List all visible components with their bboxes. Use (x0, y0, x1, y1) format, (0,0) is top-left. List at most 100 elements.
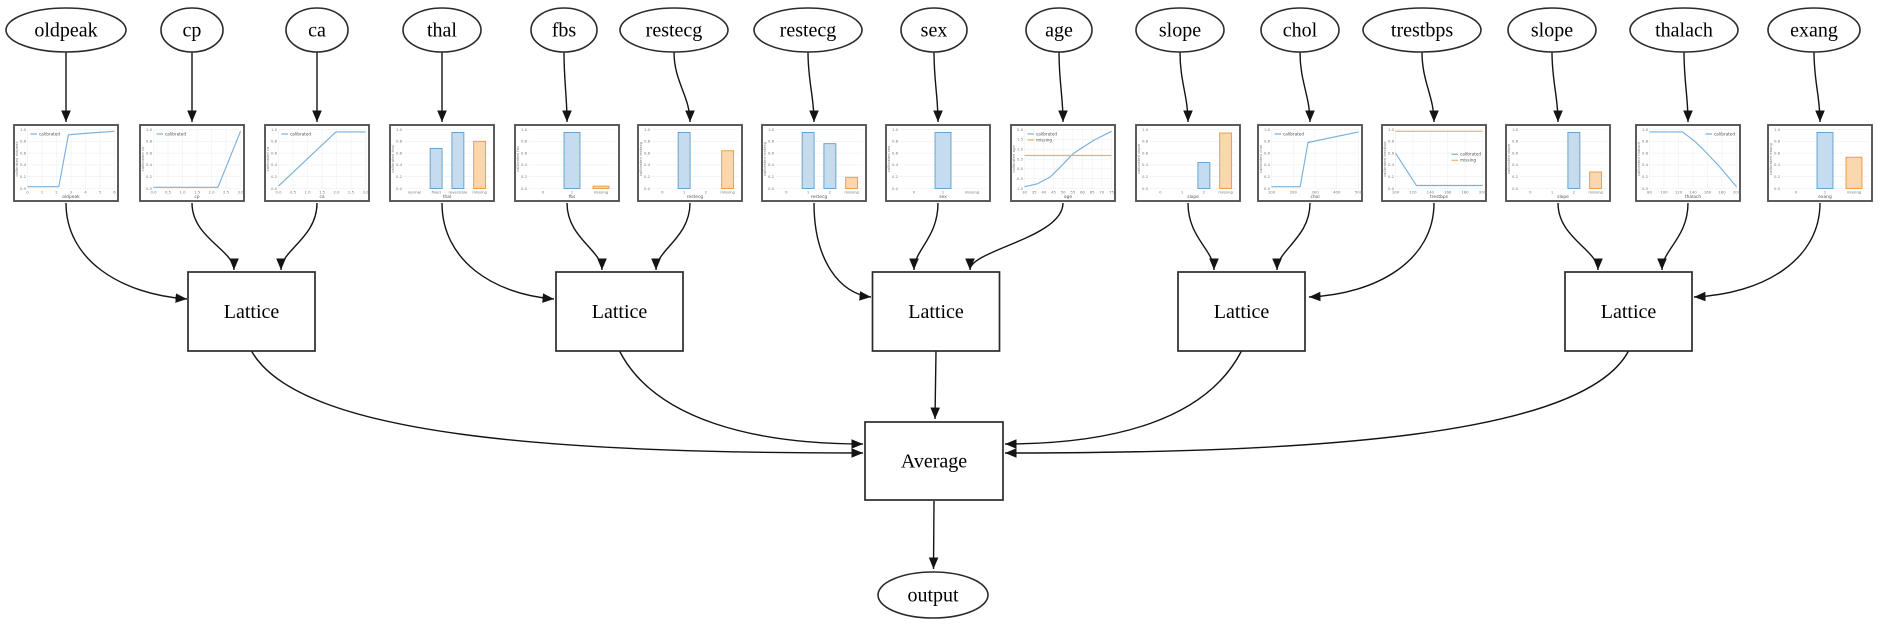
bar-1 (677, 131, 691, 189)
legend-label: missing (1460, 158, 1476, 163)
edge-lattice-2-to-average (618, 350, 864, 449)
x-tick-label: 50 (1061, 190, 1066, 195)
x-tick-label: 35 (1032, 190, 1037, 195)
y-tick-label: 0.6 (1142, 150, 1149, 155)
y-tick-label: 1.5 (1017, 137, 1024, 142)
calibration-line-calibrated (1395, 152, 1483, 187)
y-tick-label: 1.0 (1642, 127, 1649, 132)
calibration-line-calibrated (1271, 131, 1359, 188)
x-tick-label: 400 (1333, 190, 1341, 195)
x-axis-label: trestbps (1430, 194, 1449, 200)
x-axis-label: thalach (1685, 194, 1702, 200)
x-tick-label: 2.0 (333, 190, 340, 195)
y-tick-label: 0.4 (20, 162, 27, 167)
bar-2 (823, 143, 837, 189)
x-tick-label: 40 (1041, 190, 1046, 195)
y-tick-label: 0.4 (521, 162, 528, 167)
y-tick-label: 0.6 (1642, 150, 1649, 155)
lattice-box-2 (555, 271, 684, 352)
feature-node-sex: sex (900, 7, 968, 53)
edge-feature-chol-to-chart (1299, 51, 1315, 123)
x-tick-label: 120 (1409, 190, 1417, 195)
lattice-node-4: Lattice (1177, 271, 1306, 352)
edge-lattice-5-to-average (1004, 350, 1630, 458)
y-tick-label: 0.4 (146, 162, 153, 167)
y-tick-label: 1.0 (396, 127, 403, 132)
output-label: output (907, 585, 959, 607)
bar-1 (801, 131, 815, 189)
edge-chart-slope-to-lattice-5 (1557, 202, 1603, 271)
y-tick-label: 0.0 (1642, 186, 1649, 191)
feature-node-age: age (1025, 7, 1093, 53)
y-tick-label: 0.6 (644, 150, 651, 155)
edge-feature-slope-to-chart (1551, 51, 1563, 123)
y-tick-label: 0.0 (20, 186, 27, 191)
feature-label-thalach: thalach (1655, 20, 1713, 42)
y-tick-label: 0.4 (1512, 162, 1519, 167)
bar-reversible (451, 131, 465, 189)
y-tick-label: 1.0 (146, 127, 153, 132)
feature-node-thalach: thalach (1629, 7, 1739, 53)
y-tick-label: 0.8 (1142, 139, 1149, 144)
feature-ellipse-trestbps (1362, 7, 1482, 53)
y-axis-label: calibrated ca (265, 147, 270, 172)
y-tick-label: 0.8 (396, 139, 403, 144)
edge-chart-thal-to-lattice-2 (441, 202, 555, 303)
y-tick-label: 0.2 (892, 174, 899, 179)
x-tick-label: 0.0 (275, 190, 282, 195)
y-tick-label: 0.6 (1774, 150, 1781, 155)
legend-label: calibrated (1283, 131, 1304, 136)
x-tick-label: 0.5 (290, 190, 297, 195)
y-tick-label: 0.0 (1017, 166, 1024, 171)
x-tick-label: 2.5 (348, 190, 355, 195)
average-label: Average (901, 451, 967, 473)
edge-chart-exang-to-lattice-5 (1693, 202, 1821, 302)
y-tick-label: 0.6 (271, 150, 278, 155)
feature-ellipse-thal (402, 7, 482, 53)
x-tick-label: 0.0 (150, 190, 157, 195)
lattice-label-1: Lattice (224, 301, 280, 323)
x-tick-label: 1.0 (304, 190, 311, 195)
edge-chart-thalach-to-lattice-5 (1657, 202, 1689, 271)
y-tick-label: 0.8 (146, 139, 153, 144)
y-axis-label: calibrated fbs (515, 146, 520, 172)
y-tick-label: 0.8 (892, 139, 899, 144)
x-axis-label: cp (194, 195, 199, 200)
edge-average-to-output (928, 500, 939, 570)
feature-node-ca: ca (285, 7, 349, 53)
feature-label-age: age (1045, 20, 1073, 42)
x-tick-label: 0.5 (165, 190, 172, 195)
y-axis-label: calibrated cp (140, 146, 145, 171)
edge-feature-age-to-chart (1058, 51, 1068, 123)
bar-missing (592, 185, 610, 189)
x-tick-label: 120 (1675, 190, 1683, 195)
feature-label-sex: sex (921, 20, 948, 42)
feature-ellipse-oldpeak (5, 7, 127, 53)
x-tick-label: 180 (1461, 190, 1469, 195)
y-tick-label: 0.8 (768, 139, 775, 144)
x-tick-label: 100 (1660, 190, 1668, 195)
feature-label-ca: ca (308, 20, 326, 42)
y-tick-label: 0.0 (1388, 186, 1395, 191)
x-tick-label: 200 (1479, 190, 1487, 195)
x-tick-label: 1 (942, 190, 945, 195)
legend-label: calibrated (1714, 131, 1735, 136)
edge-chart-oldpeak-to-lattice-1 (65, 202, 188, 303)
x-tick-label: 180 (1718, 190, 1726, 195)
y-tick-label: 0.8 (20, 139, 27, 144)
feature-ellipse-age (1025, 7, 1093, 53)
calibration-line-calibrated (27, 130, 115, 188)
x-axis-label: thal (443, 194, 451, 200)
x-tick-label: 0 (1529, 190, 1532, 195)
edges-layer (61, 51, 1825, 570)
x-tick-label: 100 (1268, 190, 1276, 195)
y-axis-label: calibrated slope (1506, 143, 1511, 174)
lattice-box-4 (1177, 271, 1306, 352)
